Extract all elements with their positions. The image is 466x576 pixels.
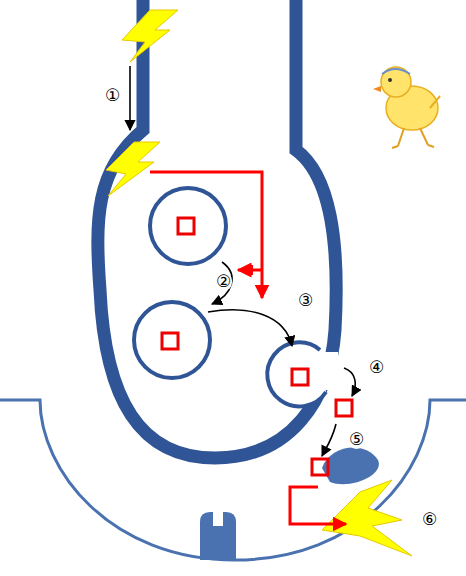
neurotransmitters (162, 218, 352, 475)
callout-number: ⑤ (348, 430, 365, 449)
callout-number: ① (104, 86, 121, 105)
callout-number: ② (215, 272, 232, 291)
callout-number: ⑥ (421, 510, 438, 529)
action-potential (106, 10, 412, 556)
axon-terminal (98, 0, 336, 458)
vesicle (150, 188, 226, 264)
vesicle (134, 302, 210, 378)
signal-lines (150, 172, 346, 524)
receptor (200, 512, 236, 560)
receptor (322, 448, 379, 485)
process-arrows (130, 66, 355, 456)
fusion-pore (316, 352, 338, 390)
chick-doodle (373, 67, 440, 148)
callout-number: ③ (297, 291, 314, 310)
callout-number: ④ (368, 358, 385, 377)
